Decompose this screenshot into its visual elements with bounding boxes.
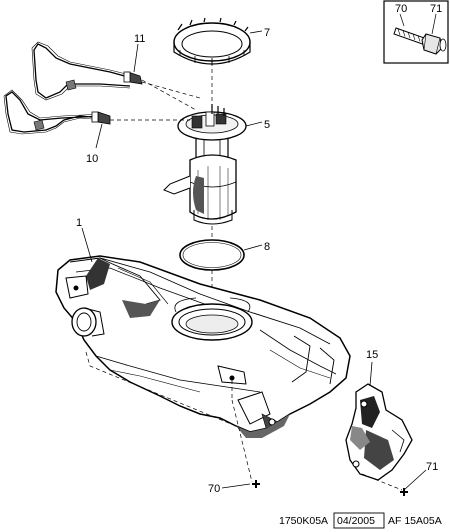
callout-8: 8: [264, 241, 270, 253]
filler-neck: [71, 307, 105, 337]
callout-7: 7: [264, 27, 270, 39]
locking-ring-part: [173, 17, 251, 65]
leader-15: [369, 361, 373, 387]
leader-71: [403, 469, 427, 491]
leader-5: [245, 121, 263, 127]
leader-10: [95, 123, 103, 149]
fuel-tank-part: [55, 255, 351, 438]
fuel-pipes-part: [3, 41, 143, 135]
route-bolt-71: [361, 473, 403, 491]
callout-71: 71: [426, 461, 438, 473]
inset-label-71: 71: [430, 3, 442, 15]
callout-10: 10: [86, 153, 98, 165]
callout-5: 5: [264, 119, 270, 131]
bolt-marker-70: [252, 480, 260, 488]
callout-15: 15: [366, 349, 378, 361]
callout-70: 70: [208, 483, 220, 495]
bolt-inset: [383, 0, 449, 64]
route-tank-edge: [85, 351, 237, 427]
leader-1: [81, 227, 93, 263]
heat-shield-part: [345, 383, 413, 481]
leader-8: [243, 244, 263, 251]
callout-11: 11: [134, 33, 145, 45]
route-pipe-11: [141, 79, 197, 111]
seal-ring-part: [179, 239, 245, 271]
route-pipe-11b: [141, 81, 201, 99]
footer-date: 04/2005: [337, 515, 375, 527]
bolt-icon: [393, 27, 447, 55]
footer-code: 1750K05A: [279, 515, 328, 527]
leader-11: [133, 43, 139, 73]
route-bolt-70: [231, 380, 253, 483]
bolt-marker-71: [400, 488, 408, 496]
leader-7: [249, 30, 263, 34]
footer-reference: 1750K05A 04/2005 AF 15A05A: [279, 512, 442, 529]
callout-1: 1: [76, 217, 82, 229]
footer-date-box: [333, 512, 385, 529]
footer-ref: AF 15A05A: [388, 515, 442, 527]
inset-label-70: 70: [395, 3, 407, 15]
fuel-pump-module-part: [163, 104, 247, 225]
leader-70: [221, 483, 251, 489]
